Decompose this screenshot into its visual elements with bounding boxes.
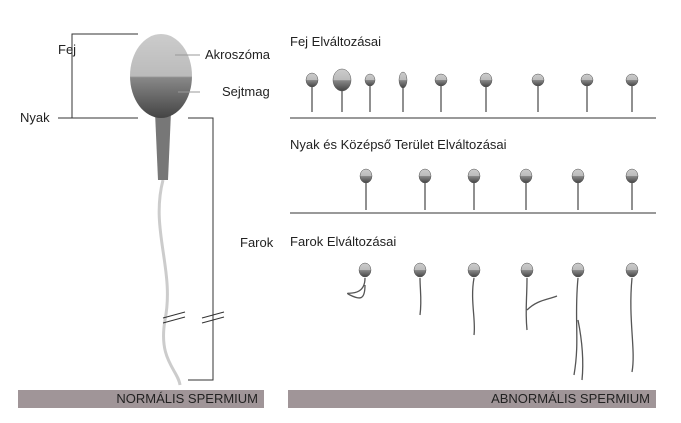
sperm-tail: [630, 277, 634, 373]
sperm-head: [418, 168, 432, 184]
sperm-head: [398, 71, 408, 89]
sperm-head: [434, 73, 448, 87]
sperm-head: [413, 262, 427, 278]
sperm-head: [332, 68, 352, 92]
section-title-tail: Farok Elváltozásai: [290, 234, 397, 249]
caption-abnormal: ABNORMÁLIS SPERMIUM: [288, 390, 656, 408]
label-acrosome: Akroszóma: [205, 47, 271, 62]
caption-normal: NORMÁLIS SPERMIUM: [18, 390, 264, 408]
sperm-head: [625, 73, 639, 87]
sperm-head: [531, 73, 545, 87]
sperm-tail: [419, 277, 422, 316]
sperm-head: [580, 73, 594, 87]
label-head: Fej: [58, 42, 77, 57]
sperm-head: [467, 262, 481, 278]
sperm-head: [364, 73, 376, 87]
sperm-head: [520, 262, 534, 278]
section-title-head: Fej Elváltozásai: [290, 34, 382, 49]
section-title-neck: Nyak és Középső Terület Elváltozásai: [290, 137, 507, 152]
sperm-head: [519, 168, 533, 184]
sperm-head: [625, 168, 639, 184]
sperm-head: [358, 262, 372, 278]
sperm-tail: [471, 277, 476, 336]
sperm-head: [359, 168, 373, 184]
abnormal-rows: [305, 68, 639, 381]
sperm-head: [467, 168, 481, 184]
sperm-head: [571, 262, 585, 278]
sperm-head: [625, 262, 639, 278]
sperm-tail: [525, 277, 558, 331]
normal-sperm: [58, 33, 225, 386]
sperm-head: [479, 72, 493, 88]
label-tail: Farok: [240, 235, 274, 250]
label-nucleus: Sejtmag: [222, 84, 270, 99]
label-neck: Nyak: [20, 110, 50, 125]
sperm-tail: [347, 277, 366, 299]
sperm-head: [571, 168, 585, 184]
sperm-tail: [573, 277, 584, 381]
sperm-head: [305, 72, 319, 88]
